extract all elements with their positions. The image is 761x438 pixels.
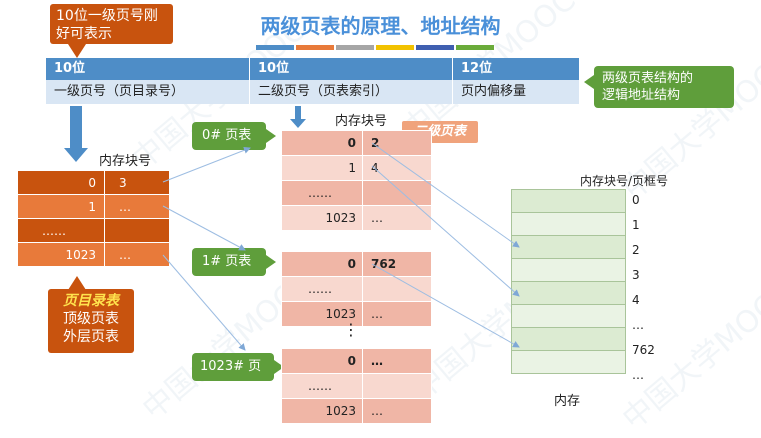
title-underline-yellow [376, 45, 414, 50]
pt-index: 1023 [281, 205, 363, 231]
table-row: 1023 … [17, 242, 170, 267]
addr-field-offset: 页内偏移量 [453, 80, 580, 104]
callout-line: 两级页表结构的 [602, 71, 694, 86]
table-row: 0 2 [281, 130, 432, 156]
pt-value: 2 [362, 130, 432, 156]
callout-pointer [584, 75, 594, 89]
page-table-0-header: 内存块号 [335, 114, 388, 129]
directory-callout: 页目录表 顶级页表 外层页表 [48, 289, 134, 353]
page-title: 两级页表的原理、地址结构 [260, 14, 501, 38]
pt-index: 0 [281, 251, 363, 277]
address-structure-callout: 两级页表结构的 逻辑地址结构 [594, 66, 734, 108]
callout-line: 外层页表 [63, 329, 119, 345]
pt-value [362, 276, 432, 302]
memory-frame [511, 190, 626, 213]
table-row: 1 … [17, 194, 170, 219]
pt-value: … [362, 301, 432, 327]
frame-number: … [632, 368, 644, 382]
memory-frame [511, 328, 626, 351]
page-directory-table: 0 3 1 … …… 1023 … [17, 170, 170, 267]
title-underline-green [456, 45, 494, 50]
down-arrow-icon [64, 148, 88, 162]
down-arrow-icon [295, 106, 301, 120]
dir-value: … [104, 194, 170, 219]
dir-index: 0 [17, 170, 105, 195]
memory-column [511, 189, 626, 374]
table-row: …… [281, 180, 432, 206]
table-row: …… [17, 218, 170, 243]
page-table-1023: 0 … …… 1023 … [281, 348, 432, 424]
pt-value [362, 180, 432, 206]
dir-value: 3 [104, 170, 170, 195]
table-row: 1023 … [281, 398, 432, 424]
arrow-dir0-to-table0 [162, 146, 251, 183]
arrow-dir1023-to-table1023 [162, 254, 246, 351]
memory-frame [511, 213, 626, 236]
addr-bits-3: 12位 [453, 58, 580, 80]
callout-line: 逻辑地址结构 [602, 88, 681, 103]
frame-number: 1 [632, 218, 640, 232]
table-row: 0 762 [281, 251, 432, 277]
memory-frame [511, 305, 626, 328]
frame-number: 4 [632, 293, 640, 307]
down-arrow-icon [290, 119, 306, 128]
pt-index: …… [281, 180, 363, 206]
page-table-0-label: 0# 页表 [192, 122, 266, 150]
memory-frame [511, 282, 626, 305]
callout-title: 页目录表 [63, 293, 119, 309]
directory-header: 内存块号 [99, 154, 152, 169]
label-pointer [274, 360, 284, 374]
table-row: 1023 … [281, 301, 432, 327]
arrow-to-frame-762 [371, 263, 520, 348]
memory-caption: 内存 [554, 394, 581, 409]
arrow-dir1-to-table1 [162, 205, 246, 251]
frame-number: 3 [632, 268, 640, 282]
down-arrow-icon [70, 106, 82, 148]
memory-frame [511, 351, 626, 374]
vertical-ellipsis: ⋮ [343, 320, 359, 339]
addr-bits-2: 10位 [250, 58, 453, 80]
page-table-1-label: 1# 页表 [192, 248, 266, 276]
frame-number: 0 [632, 193, 640, 207]
frame-number: … [632, 318, 644, 332]
pt-index: 1 [281, 155, 363, 181]
table-row: 0 3 [17, 170, 170, 195]
memory-frame [511, 236, 626, 259]
callout-line: 10位一级页号刚 [56, 8, 158, 24]
dir-index: 1 [17, 194, 105, 219]
arrow-to-frame-4 [371, 165, 520, 297]
dir-value: … [104, 242, 170, 267]
label-pointer [266, 129, 276, 143]
page-table-1: 0 762 …… 1023 … [281, 251, 432, 327]
pt-index: 1023 [281, 301, 363, 327]
dir-index: 1023 [17, 242, 105, 267]
title-underline-blue [256, 45, 294, 50]
title-underline-orange [296, 45, 334, 50]
memory-header: 内存块号/页框号 [580, 174, 669, 188]
page-table-1023-label: 1023# 页表 [192, 353, 274, 402]
addr-field-first-level: 一级页号（页目录号） [46, 80, 250, 104]
frame-number: 2 [632, 243, 640, 257]
addr-bits-1: 10位 [46, 58, 250, 80]
pt-value: … [362, 398, 432, 424]
memory-frame [511, 259, 626, 282]
title-underline-navy [416, 45, 454, 50]
pt-index: …… [281, 276, 363, 302]
frame-number: 762 [632, 343, 655, 357]
arrow-to-frame-2 [371, 142, 520, 248]
label-pointer [266, 255, 276, 269]
callout-pointer [68, 44, 86, 58]
table-row: …… [281, 276, 432, 302]
callout-line: 顶级页表 [63, 311, 119, 327]
addr-field-second-level: 二级页号（页表索引） [250, 80, 453, 104]
callout-pointer [68, 276, 86, 290]
title-underline-gray [336, 45, 374, 50]
